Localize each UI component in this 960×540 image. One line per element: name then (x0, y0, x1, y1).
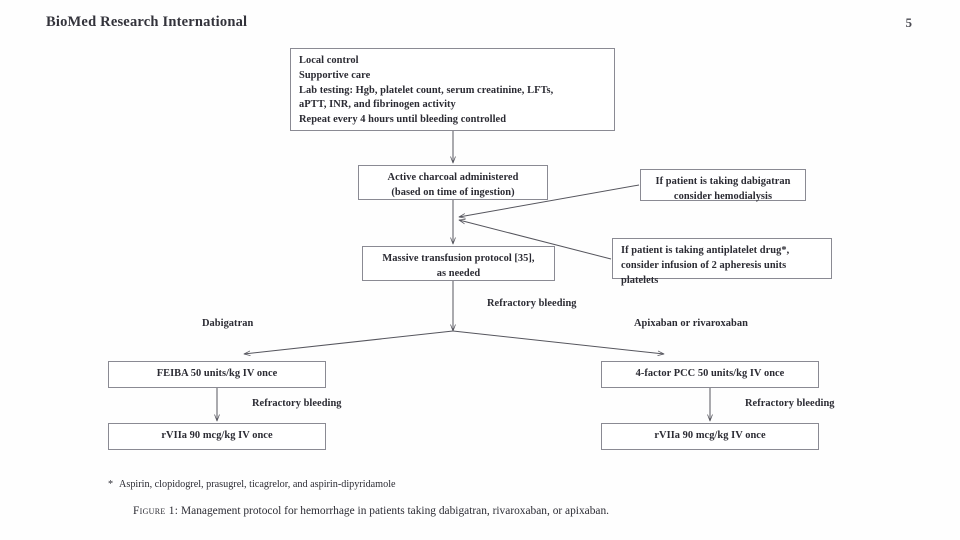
antiplatelet-line-2: consider infusion of 2 apheresis units (621, 259, 787, 271)
charcoal-line-2: (based on time of ingestion) (391, 186, 515, 198)
feiba-box: FEIBA 50 units/kg IV once (108, 361, 326, 388)
mtp-line-2: as needed (436, 267, 481, 279)
initial-line-4: aPTT, INR, and fibrinogen activity (299, 99, 456, 111)
feiba-line-1: FEIBA 50 units/kg IV once (156, 368, 278, 379)
initial-line-3: Lab testing: Hgb, platelet count, serum … (299, 84, 554, 96)
page-number: 5 (905, 15, 913, 30)
connector-branch-to-feiba (244, 330, 454, 354)
edge-label-refractory-bleeding-left: Refractory bleeding (252, 398, 342, 409)
hemodialysis-line-2: consider hemodialysis (673, 190, 773, 202)
initial-line-5: Repeat every 4 hours until bleeding cont… (299, 114, 507, 126)
massive-transfusion-protocol-box: Massive transfusion protocol [35], as ne… (362, 246, 555, 281)
edge-label-dabigatran: Dabigatran (202, 318, 254, 329)
four-factor-pcc-box: 4-factor PCC 50 units/kg IV once (601, 361, 819, 388)
rviia-right-line-1: rVIIa 90 mcg/kg IV once (654, 430, 766, 441)
edge-label-refractory-bleeding-right: Refractory bleeding (745, 398, 835, 409)
antiplatelet-line-3: platelets (621, 274, 659, 286)
pcc-line-1: 4-factor PCC 50 units/kg IV once (635, 368, 785, 379)
antiplatelet-platelets-box: If patient is taking antiplatelet drug*,… (612, 238, 832, 286)
rviia-left-line-1: rVIIa 90 mcg/kg IV once (161, 430, 273, 441)
edge-label-apixaban-or-rivaroxaban: Apixaban or rivaroxaban (634, 318, 748, 329)
running-head: BioMed Research International (46, 14, 248, 30)
initial-management-box: Local control Supportive care Lab testin… (290, 48, 615, 131)
hemodialysis-line-1: If patient is taking dabigatran (655, 176, 791, 187)
activated-charcoal-box: Active charcoal administered (based on t… (358, 165, 548, 200)
rviia-right-box: rVIIa 90 mcg/kg IV once (601, 423, 819, 450)
charcoal-line-1: Active charcoal administered (387, 172, 519, 183)
initial-line-2: Supportive care (299, 69, 371, 81)
connector-branch-to-pcc (452, 330, 664, 354)
mtp-line-1: Massive transfusion protocol [35], (382, 253, 535, 264)
figure-number: Figure 1: (133, 505, 179, 517)
rviia-left-box: rVIIa 90 mcg/kg IV once (108, 423, 326, 450)
footnote-marker: * (108, 479, 114, 490)
footnote-text: Aspirin, clopidogrel, prasugrel, ticagre… (119, 479, 396, 490)
dabigatran-hemodialysis-box: If patient is taking dabigatran consider… (640, 169, 806, 202)
initial-line-1: Local control (299, 55, 359, 66)
edge-label-refractory-bleeding-top: Refractory bleeding (487, 298, 577, 309)
figure-footnote: * Aspirin, clopidogrel, prasugrel, ticagr… (108, 479, 396, 490)
figure-caption-text: Management protocol for hemorrhage in pa… (181, 505, 609, 517)
antiplatelet-line-1: If patient is taking antiplatelet drug*, (621, 245, 790, 256)
figure-caption: Figure 1: Management protocol for hemorr… (133, 505, 609, 517)
